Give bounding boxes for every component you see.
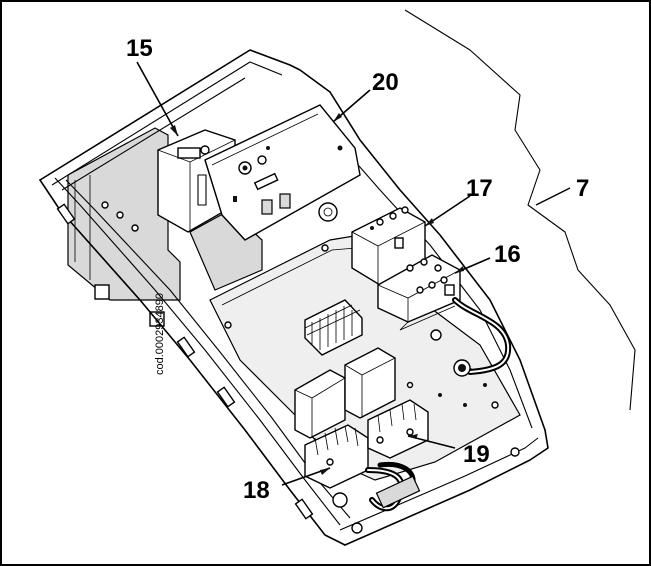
callout-20: 20 <box>372 69 399 96</box>
component-16-relay <box>377 254 461 331</box>
callout-19: 19 <box>463 441 490 468</box>
component-18-transformer <box>294 369 369 489</box>
cable-gland <box>318 202 338 222</box>
terminal-strip <box>304 299 363 356</box>
callout-18: 18 <box>243 477 270 504</box>
cables <box>365 297 512 512</box>
callout-17: 17 <box>466 175 493 202</box>
component-19-transformer <box>344 347 429 459</box>
enclosure-base <box>39 49 549 546</box>
break-line <box>404 9 636 411</box>
component-20-cover <box>204 104 361 241</box>
callout-15: 15 <box>126 35 153 62</box>
callout-16: 16 <box>494 241 521 268</box>
callout-7: 7 <box>576 175 589 202</box>
leader-7 <box>535 187 571 206</box>
drawing-code: cod.0002934890 <box>154 293 166 375</box>
leader-lines <box>136 61 491 486</box>
